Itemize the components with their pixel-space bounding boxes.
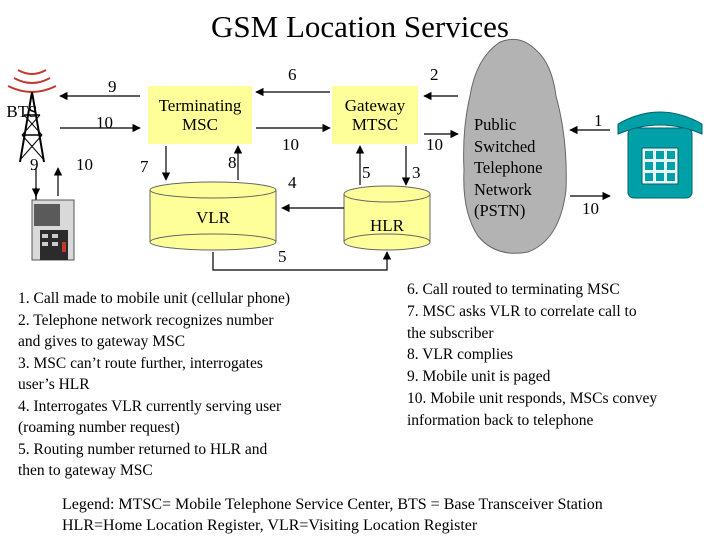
steps-left-text: 1. Call made to mobile unit (cellular ph… (18, 290, 291, 479)
edge-label-5-hlr: 5 (362, 163, 371, 182)
edge-label-3: 3 (412, 163, 421, 182)
edge-label-2: 2 (430, 65, 439, 84)
message-arrows (31, 87, 611, 271)
vlr-label: VLR (196, 208, 230, 227)
edge-label-1: 1 (594, 111, 603, 130)
terminating-msc-box (148, 86, 252, 144)
edge-label-5-bottom: 5 (278, 247, 287, 266)
hlr-label: HLR (370, 216, 404, 235)
vlr-cylinder (149, 181, 277, 251)
hlr-cylinder (343, 185, 431, 251)
steps-right-text: 6. Call routed to terminating MSC 7. MSC… (407, 281, 658, 429)
mobile-phone-icon (31, 188, 75, 261)
edge-label-9-top: 9 (108, 77, 117, 96)
bts-tower-icon (7, 69, 57, 163)
edge-label-4: 4 (288, 173, 297, 192)
gateway-mtsc-label: Gateway MTSC (344, 96, 406, 134)
legend-text: Legend: MTSC= Mobile Telephone Service C… (62, 496, 603, 534)
edge-label-8: 8 (228, 153, 237, 172)
pstn-cloud (463, 38, 567, 254)
gateway-mtsc-box (332, 86, 418, 144)
diagram-title: GSM Location Services (211, 9, 509, 44)
arrow-vlr-to-hlr-5 (212, 251, 392, 271)
edge-label-10-bottom: 10 (76, 155, 93, 174)
edge-label-9-bottom: 9 (30, 155, 39, 174)
edge-label-10-msc-gateway: 10 (282, 135, 299, 154)
terminating-msc-label: Terminating MSC (158, 96, 242, 134)
telephone-icon (617, 111, 703, 199)
edge-label-10-gateway-pstn: 10 (426, 135, 443, 154)
bts-label: BTS (6, 102, 38, 121)
edge-label-10-right: 10 (96, 113, 113, 132)
pstn-label: Public Switched Telephone Network (PSTN) (474, 115, 543, 220)
edge-label-7: 7 (140, 157, 149, 176)
edge-label-10-phone: 10 (582, 199, 599, 218)
edge-label-6: 6 (288, 65, 297, 84)
